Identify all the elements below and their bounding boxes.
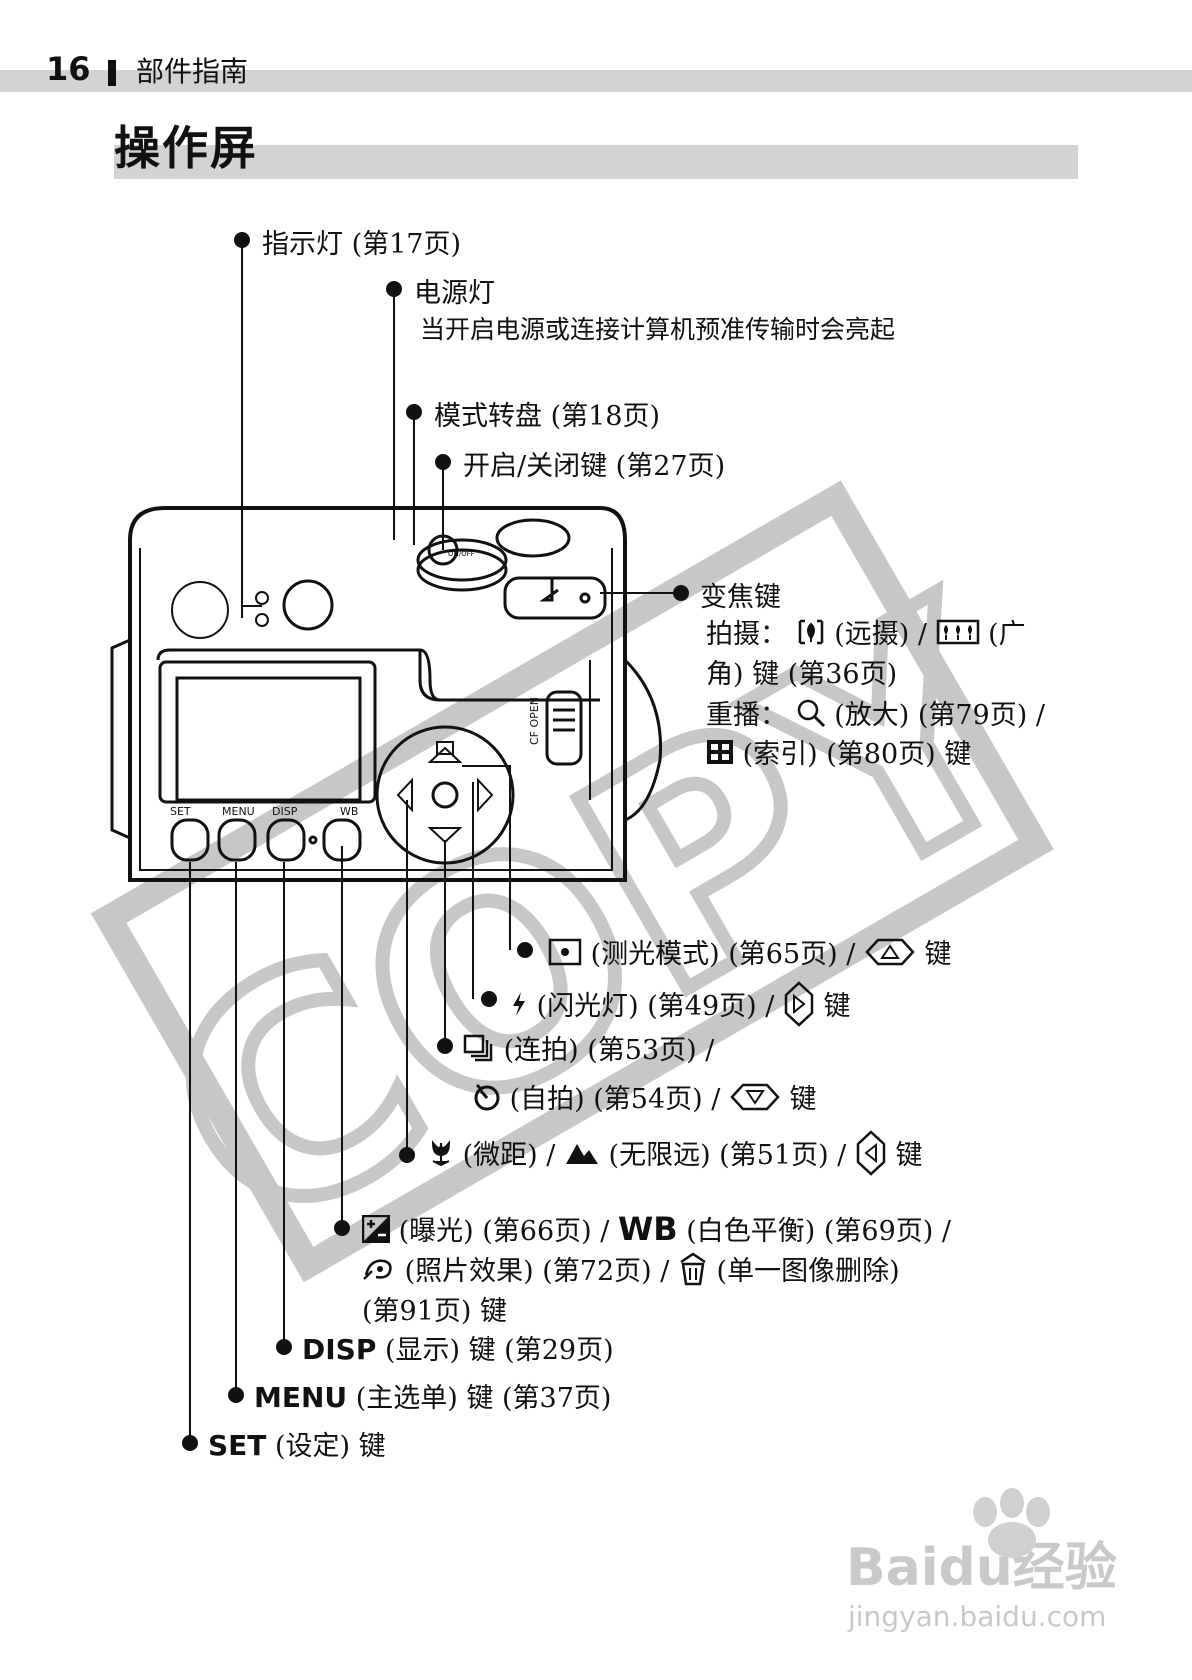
camera-wb-label: WB bbox=[340, 805, 358, 818]
zoom-lever-title: 变焦键 bbox=[700, 582, 781, 613]
zoom-index-line: (索引) (第80页) 键 bbox=[706, 732, 971, 772]
delete-icon bbox=[678, 1252, 708, 1293]
disp-text: (显示) 键 (第29页) bbox=[384, 1335, 614, 1366]
zoom-index-text: (索引) (第80页) 键 bbox=[742, 739, 972, 770]
page-number: 16 bbox=[46, 50, 91, 88]
title-band bbox=[114, 145, 1078, 179]
camera-cfopen-label: CF OPEN bbox=[528, 697, 541, 745]
zoom-wide-text: (广 bbox=[988, 619, 1026, 650]
zoom-shoot-label: 拍摄： bbox=[706, 619, 787, 650]
callout-dots bbox=[182, 232, 689, 1451]
single-delete-text: (单一图像删除) bbox=[716, 1256, 900, 1287]
indicator-callout: 指示灯 (第17页) bbox=[262, 229, 462, 260]
flash-icon bbox=[510, 990, 528, 1025]
page-title: 操作屏 bbox=[114, 121, 258, 175]
zoom-playback-label: 重播： bbox=[706, 700, 787, 731]
exposure-page: (第91页) 键 bbox=[362, 1296, 508, 1327]
zoom-playback-line: 重播： (放大) (第79页) / bbox=[706, 693, 1045, 735]
baidu-watermark-url: jingyan.baidu.com bbox=[848, 1600, 1107, 1633]
camera-onoff-label: ON/OFF bbox=[448, 550, 475, 558]
macro-icon bbox=[428, 1139, 454, 1174]
metering-icon bbox=[548, 938, 582, 973]
zoom-telephoto-text: (远摄) / bbox=[834, 619, 927, 650]
zoom-shoot-line: 拍摄： (远摄) / (广 bbox=[706, 612, 1026, 653]
zoom-shoot-page: 角) 键 (第36页) bbox=[706, 659, 898, 690]
metering-callout: (测光模式) (第65页) / 键 bbox=[548, 932, 952, 974]
selftimer-callout: (自拍) (第54页) / 键 bbox=[473, 1077, 817, 1119]
macro-text: (微距) / bbox=[462, 1140, 556, 1171]
set-text: (设定) 键 bbox=[275, 1431, 386, 1462]
wide-angle-icon bbox=[936, 619, 980, 652]
self-timer-icon bbox=[473, 1082, 501, 1119]
power-lamp-description: 当开启电源或连接计算机预准传输时会亮起 bbox=[420, 315, 896, 344]
photo-effect-icon bbox=[362, 1255, 396, 1290]
continuous-shooting-icon bbox=[463, 1034, 495, 1069]
on-off-callout: 开启/关闭键 (第27页) bbox=[463, 451, 726, 482]
white-balance-text: (白色平衡) (第69页) / bbox=[686, 1216, 951, 1247]
index-icon bbox=[706, 739, 734, 772]
left-arrow-key-icon bbox=[855, 1130, 887, 1183]
set-callout: SET (设定) 键 bbox=[208, 1424, 386, 1463]
exposure-compensation-icon bbox=[361, 1214, 391, 1250]
infinity-text: (无限远) (第51页) / bbox=[608, 1140, 847, 1171]
photo-effect-text: (照片效果) (第72页) / bbox=[404, 1256, 670, 1287]
leader-lines bbox=[189, 240, 676, 1443]
camera-menu-label: MENU bbox=[222, 805, 255, 818]
header-section-title: 部件指南 bbox=[136, 55, 249, 88]
flash-text: (闪光灯) (第49页) / bbox=[536, 991, 775, 1022]
power-lamp-title: 电源灯 bbox=[414, 278, 495, 309]
metering-text: (测光模式) (第65页) / bbox=[590, 939, 856, 970]
header-band bbox=[0, 70, 1192, 92]
header-divider bbox=[108, 60, 116, 86]
flash-key-text: 键 bbox=[823, 991, 851, 1022]
camera-disp-label: DISP bbox=[272, 805, 298, 818]
up-arrow-key-icon bbox=[864, 937, 916, 974]
exposure-callout-line2: (照片效果) (第72页) / (单一图像删除) bbox=[362, 1249, 900, 1293]
disp-callout: DISP (显示) 键 (第29页) bbox=[302, 1328, 614, 1367]
continuous-callout: (连拍) (第53页) / bbox=[463, 1028, 714, 1069]
disp-key-label: DISP bbox=[302, 1333, 377, 1366]
mode-dial-callout: 模式转盘 (第18页) bbox=[434, 401, 661, 432]
continuous-text: (连拍) (第53页) / bbox=[503, 1035, 715, 1066]
telephoto-icon bbox=[796, 618, 826, 653]
right-arrow-key-icon bbox=[783, 981, 815, 1034]
flash-callout: (闪光灯) (第49页) / 键 bbox=[510, 981, 851, 1034]
menu-callout: MENU (主选单) 键 (第37页) bbox=[254, 1376, 611, 1415]
exposure-callout-line1: (曝光) (第66页) / WB (白色平衡) (第69页) / bbox=[361, 1209, 951, 1250]
set-key-label: SET bbox=[208, 1429, 267, 1462]
selftimer-text: (自拍) (第54页) / bbox=[509, 1084, 721, 1115]
infinity-mountain-icon bbox=[564, 1140, 600, 1173]
wb-key-label: WB bbox=[617, 1210, 678, 1248]
selftimer-key-text: 键 bbox=[789, 1084, 817, 1115]
camera-set-label: SET bbox=[170, 805, 191, 818]
menu-text: (主选单) 键 (第37页) bbox=[355, 1383, 612, 1414]
down-arrow-key-icon bbox=[729, 1082, 781, 1119]
menu-key-label: MENU bbox=[254, 1381, 348, 1414]
baidu-watermark-logo: Baidu经验 bbox=[846, 1525, 1117, 1600]
macro-key-text: 键 bbox=[895, 1140, 923, 1171]
macro-callout: (微距) / (无限远) (第51页) / 键 bbox=[428, 1130, 922, 1183]
baidu-brand: Baidu bbox=[846, 1538, 1013, 1598]
magnify-icon bbox=[796, 698, 826, 735]
zoom-magnify-text: (放大) (第79页) / bbox=[834, 700, 1045, 731]
exposure-text: (曝光) (第66页) / bbox=[398, 1216, 610, 1247]
metering-key-text: 键 bbox=[924, 939, 952, 970]
